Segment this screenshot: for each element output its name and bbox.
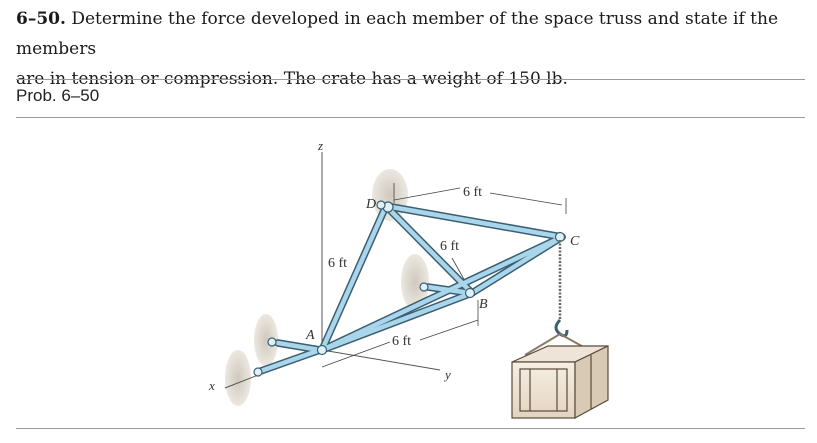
problem-text-line-1: Determine the force developed in each me… <box>16 9 779 59</box>
crate <box>511 345 609 420</box>
crate-hook <box>554 318 569 338</box>
dim-top-line-right <box>489 192 563 206</box>
member-dc <box>383 203 565 240</box>
dim-bottom-left <box>321 341 391 368</box>
member-bc <box>469 234 565 296</box>
support-x <box>253 367 263 377</box>
member-a-wall <box>275 340 323 353</box>
problem-label: Prob. 6–50 <box>16 86 100 105</box>
member-fills <box>255 203 565 375</box>
dim-top-label: 6 ft <box>463 185 482 200</box>
point-c-label: C <box>570 234 580 249</box>
wall-shadow-b <box>401 254 429 310</box>
divider-top <box>16 79 805 80</box>
dim-bottom-right <box>419 319 479 341</box>
axis-x-label: x <box>208 378 215 393</box>
divider-middle <box>16 117 805 118</box>
point-b-label: B <box>479 297 488 312</box>
axis-y-label: y <box>443 367 451 382</box>
dim-bottom-label: 6 ft <box>392 334 411 349</box>
support-b <box>419 282 429 292</box>
wall-shadow-x <box>225 350 251 406</box>
point-a-label: A <box>305 328 315 343</box>
point-d-label: D <box>365 197 376 212</box>
member-x <box>255 347 323 375</box>
member-b-wall <box>425 284 473 296</box>
divider-bottom <box>16 428 805 429</box>
joint-b <box>464 287 476 299</box>
member-ac <box>319 234 565 353</box>
crate-front-inner <box>519 368 568 412</box>
dim-top-line-left <box>393 187 461 201</box>
support-a <box>267 337 277 347</box>
support-d <box>376 200 386 210</box>
wall-shadow-a <box>254 314 278 366</box>
joint-a <box>316 344 328 356</box>
truss-members <box>254 202 566 376</box>
y-axis <box>321 349 441 371</box>
cable <box>524 240 599 356</box>
problem-line-1: 6–50. Determine the force developed in e… <box>16 4 806 64</box>
member-ad <box>319 203 389 353</box>
axis-z-label: z <box>317 138 323 153</box>
crate-front <box>511 361 576 419</box>
member-db <box>383 203 475 296</box>
dim-mid-label: 6 ft <box>440 239 459 254</box>
dim-left-label: 6 ft <box>328 256 347 271</box>
problem-number: 6–50. <box>16 9 66 29</box>
joints <box>253 200 566 377</box>
